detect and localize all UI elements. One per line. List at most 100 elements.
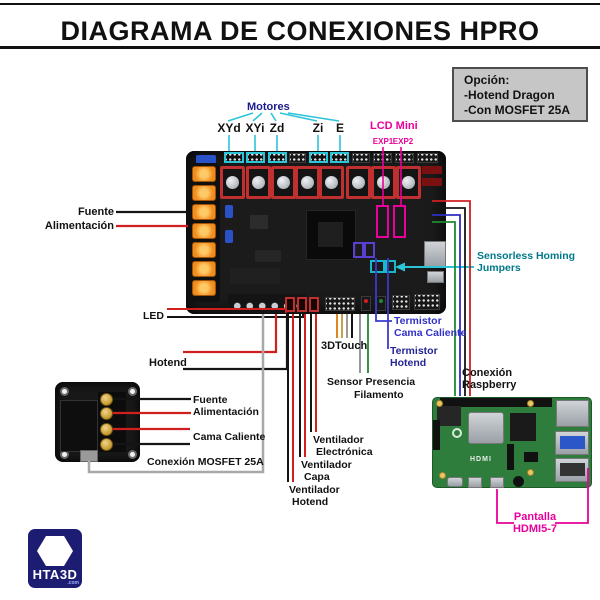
filament-label-line2: Filamento bbox=[354, 389, 404, 401]
heated-bed-label: Cama Caliente bbox=[193, 431, 266, 443]
motors-group-label: Motores bbox=[247, 101, 290, 113]
wire-dot-green bbox=[379, 299, 383, 303]
raspberry-label-line2: Raspberry bbox=[462, 379, 517, 391]
pin-header bbox=[422, 178, 442, 186]
micro-hdmi-port-0 bbox=[468, 477, 482, 488]
power-terminal bbox=[192, 185, 216, 201]
ethernet-port bbox=[556, 400, 589, 427]
camera-ribbon-connector bbox=[507, 444, 514, 470]
sensorless-label-line2: Jumpers bbox=[477, 262, 521, 274]
usb-host-port bbox=[424, 241, 446, 267]
exp2-label: EXP2 bbox=[392, 137, 414, 146]
thermistor-connector-bed bbox=[361, 296, 371, 311]
logo-text: HTA3D bbox=[32, 567, 78, 582]
motor-port-label-zd: Zd bbox=[269, 121, 285, 135]
ram-chip bbox=[510, 413, 536, 441]
psu-label-line2: Alimentación bbox=[44, 220, 114, 232]
power-terminal bbox=[192, 166, 216, 182]
fan-connector bbox=[297, 297, 307, 312]
motor-port-label-e: E bbox=[335, 121, 344, 135]
sd-card-slot bbox=[427, 271, 444, 283]
stepper-driver-socket bbox=[220, 166, 245, 199]
screw-terminal bbox=[100, 393, 113, 406]
screw-terminal bbox=[100, 423, 113, 436]
aux-connector bbox=[392, 295, 410, 310]
mosfet-psu-label-line2: Alimentación bbox=[193, 406, 259, 418]
usb2-tongue bbox=[560, 463, 585, 476]
motor-connector-e bbox=[330, 152, 349, 163]
logo-tld: .com bbox=[67, 580, 79, 586]
pin-header bbox=[422, 166, 442, 174]
thermistor-bed-label-line2: Cama Caliente bbox=[394, 327, 467, 339]
aux-connector bbox=[414, 294, 440, 310]
psu-wires bbox=[116, 210, 188, 228]
motor-connector-xyi bbox=[246, 152, 265, 163]
option-note-box: Opción: -Hotend Dragon -Con MOSFET 25A bbox=[452, 67, 588, 122]
fan-wires bbox=[287, 314, 317, 482]
wifi-shield bbox=[437, 406, 461, 426]
hotend-label: Hotend bbox=[149, 357, 187, 369]
stepper-driver-socket bbox=[319, 166, 344, 199]
display-label-line2: HDMI5-7 bbox=[512, 523, 557, 535]
mounting-hole bbox=[128, 450, 137, 459]
smd-component bbox=[524, 452, 538, 462]
fan-hotend-label-line1: Ventilador bbox=[289, 484, 340, 496]
option-line: -Hotend Dragon bbox=[464, 88, 555, 102]
mosfet-connection-label: Conexión MOSFET 25A bbox=[147, 456, 264, 468]
motor-port-label-zi: Zi bbox=[312, 121, 324, 135]
led-label: LED bbox=[143, 310, 164, 322]
hotend-heater-wires bbox=[183, 314, 289, 371]
usbc-power-port bbox=[447, 477, 463, 487]
sensorless-label-line1: Sensorless Homing bbox=[477, 250, 576, 262]
aux-connector bbox=[417, 153, 438, 163]
thermistor-hotend-label-line1: Termistor bbox=[390, 345, 438, 357]
raspberry-label-line1: Conexión bbox=[462, 367, 513, 379]
mosfet-psu-label-line1: Fuente bbox=[193, 394, 228, 406]
fan-connector bbox=[285, 297, 295, 312]
top-border-rule bbox=[0, 3, 600, 5]
fan-connector bbox=[309, 297, 319, 312]
fuse bbox=[225, 230, 233, 243]
smd-component bbox=[255, 250, 281, 262]
bltouch-label: 3DTouch bbox=[321, 340, 368, 352]
aux-connector bbox=[352, 153, 370, 163]
motor-connector-xyd bbox=[224, 152, 244, 163]
pi-mounting-hole bbox=[527, 469, 534, 476]
power-terminal bbox=[192, 204, 216, 220]
screw-terminal bbox=[100, 407, 113, 420]
probe-connector bbox=[325, 297, 355, 311]
audio-jack bbox=[513, 476, 524, 487]
signal-connector bbox=[80, 450, 98, 462]
hexagon-icon bbox=[37, 536, 73, 566]
option-line: -Con MOSFET 25A bbox=[464, 103, 571, 117]
aux-connector bbox=[289, 153, 306, 163]
hdmi-silkscreen-label: HDMI bbox=[470, 456, 492, 463]
thermistor-bed-label-line1: Termistor bbox=[394, 315, 442, 327]
title-underline bbox=[0, 46, 600, 49]
aux-connector bbox=[395, 153, 414, 163]
screw-terminal bbox=[100, 438, 113, 451]
micro-hdmi-port-1 bbox=[490, 477, 504, 488]
bltouch-wires bbox=[336, 314, 353, 338]
mcu-die bbox=[318, 222, 343, 247]
pi-mounting-hole bbox=[439, 472, 446, 479]
page-title: DIAGRAMA DE CONEXIONES HPRO bbox=[60, 16, 540, 46]
exp1-label: EXP1 bbox=[372, 137, 394, 146]
wire-dot-red bbox=[364, 299, 368, 303]
pi-mounting-hole bbox=[527, 400, 534, 407]
mounting-hole bbox=[60, 387, 69, 396]
fuse bbox=[225, 205, 233, 218]
fan-layer-label-line2: Capa bbox=[304, 471, 330, 483]
aux-connector bbox=[373, 153, 392, 163]
gpio-header bbox=[440, 398, 552, 407]
display-label-line1: Pantalla bbox=[513, 511, 557, 523]
stepper-driver-socket bbox=[396, 166, 421, 199]
thermistor-hotend-label-line2: Hotend bbox=[390, 357, 427, 369]
mosfet-heatsink bbox=[60, 400, 98, 452]
motor-port-label-xyi: XYi bbox=[245, 121, 265, 135]
fan-electronics-label-line2: Electrónica bbox=[316, 446, 373, 458]
smd-component bbox=[250, 215, 268, 229]
motor-port-label-xyd: XYd bbox=[217, 121, 241, 135]
fan-layer-label-line1: Ventilador bbox=[301, 459, 352, 471]
lcd-mini-label: LCD Mini bbox=[370, 120, 418, 132]
